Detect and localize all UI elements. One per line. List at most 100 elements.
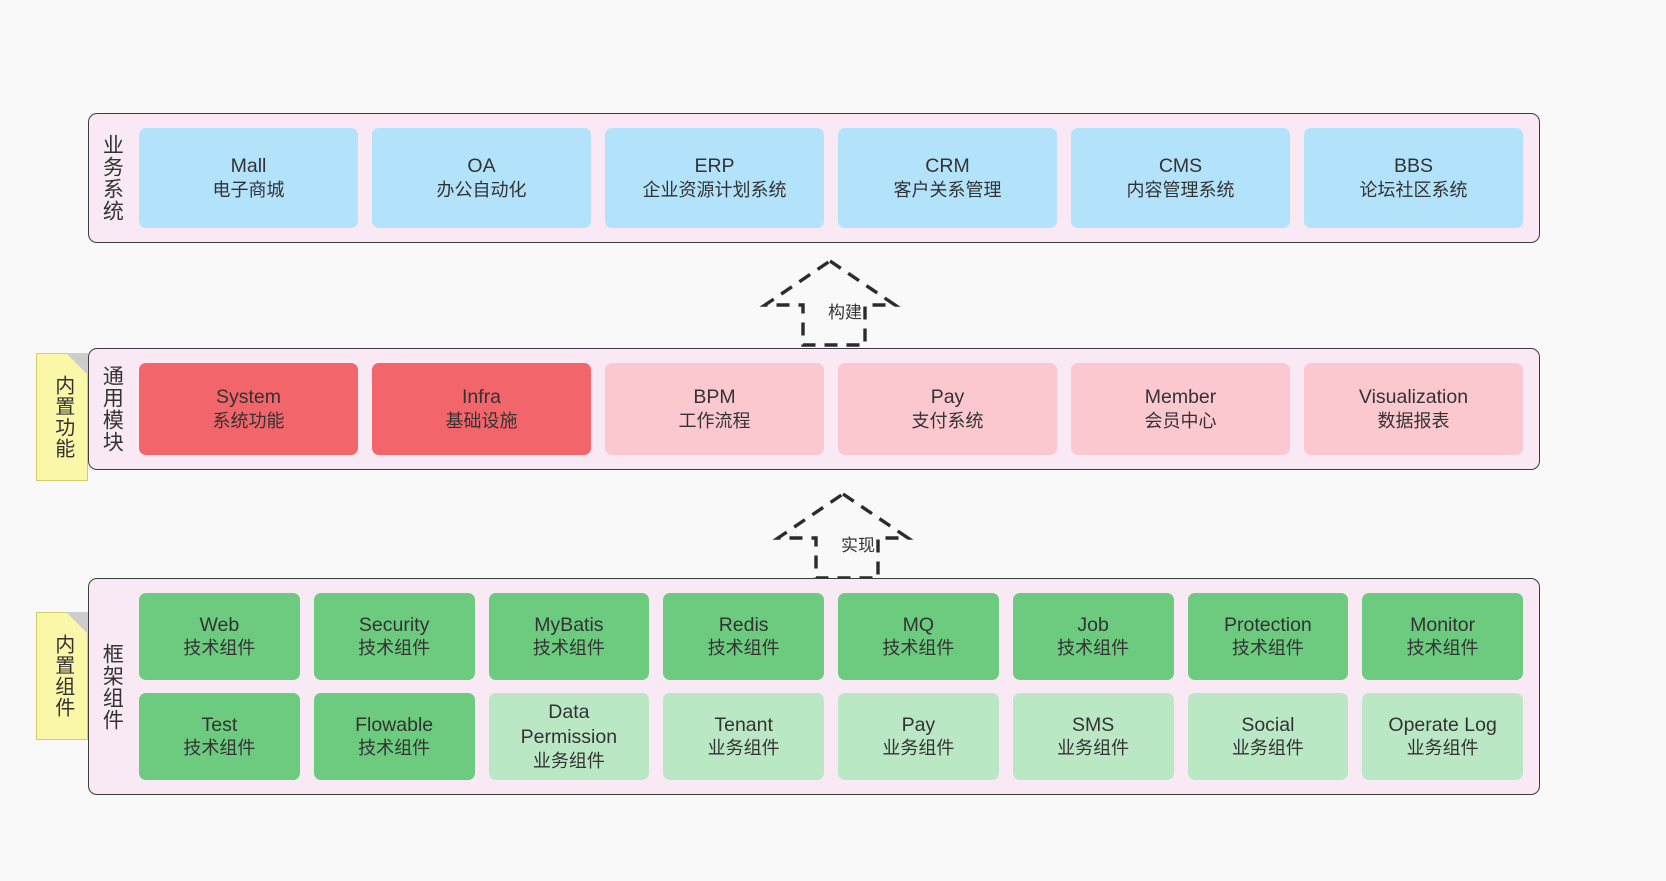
note-builtin-function-label: 内置功能 bbox=[51, 375, 74, 459]
node-redis-cn: 技术组件 bbox=[707, 638, 780, 659]
node-cms[interactable]: CMS 内容管理系统 bbox=[1071, 128, 1290, 228]
node-security-en: Security bbox=[358, 613, 430, 636]
node-data-permission-cn: 业务组件 bbox=[532, 750, 605, 771]
node-bpm[interactable]: BPM 工作流程 bbox=[605, 363, 824, 455]
node-mall-cn: 电子商城 bbox=[212, 179, 285, 200]
layer-framework-component: 框架组件 Web 技术组件 Security 技术组件 MyBatis 技术组件… bbox=[88, 578, 1540, 795]
note-fold-corner-icon bbox=[66, 353, 88, 375]
node-pay-module[interactable]: Pay 支付系统 bbox=[838, 363, 1057, 455]
node-job-en: Job bbox=[1077, 613, 1109, 636]
connector-build: 构建 bbox=[755, 257, 905, 349]
node-protection-en: Protection bbox=[1223, 613, 1312, 636]
node-bbs-cn: 论坛社区系统 bbox=[1359, 179, 1468, 200]
node-redis[interactable]: Redis 技术组件 bbox=[663, 593, 824, 680]
node-flowable[interactable]: Flowable 技术组件 bbox=[313, 693, 475, 780]
node-oa[interactable]: OA 办公自动化 bbox=[372, 128, 591, 228]
node-mq-cn: 技术组件 bbox=[882, 638, 955, 659]
node-crm-cn: 客户关系管理 bbox=[893, 179, 1002, 200]
layer-business-system: 业务系统 Mall 电子商城 OA 办公自动化 ERP 企业资源计划系统 CRM… bbox=[88, 113, 1540, 243]
node-erp[interactable]: ERP 企业资源计划系统 bbox=[605, 128, 824, 228]
node-operate-log[interactable]: Operate Log 业务组件 bbox=[1362, 693, 1523, 780]
node-system[interactable]: System 系统功能 bbox=[139, 363, 358, 455]
node-test-cn: 技术组件 bbox=[183, 738, 256, 759]
node-operate-log-cn: 业务组件 bbox=[1406, 738, 1479, 759]
note-builtin-function: 内置功能 bbox=[36, 353, 88, 481]
connector-implement: 实现 bbox=[768, 490, 918, 582]
node-member-cn: 会员中心 bbox=[1144, 410, 1217, 431]
node-data-permission[interactable]: Data Permission 业务组件 bbox=[488, 693, 650, 780]
node-monitor[interactable]: Monitor 技术组件 bbox=[1362, 593, 1523, 680]
node-visualization-en: Visualization bbox=[1358, 386, 1469, 408]
node-mq[interactable]: MQ 技术组件 bbox=[838, 593, 999, 680]
node-mybatis-en: MyBatis bbox=[534, 613, 604, 636]
layer-business-nodes: Mall 电子商城 OA 办公自动化 ERP 企业资源计划系统 CRM 客户关系… bbox=[133, 114, 1539, 242]
node-social-en: Social bbox=[1241, 713, 1295, 736]
node-test[interactable]: Test 技术组件 bbox=[139, 693, 300, 780]
node-bbs-en: BBS bbox=[1393, 155, 1434, 177]
node-pay-module-cn: 支付系统 bbox=[911, 410, 984, 431]
connector-build-label: 构建 bbox=[828, 303, 862, 322]
framework-row-business: Test 技术组件 Flowable 技术组件 Data Permission … bbox=[139, 693, 1523, 780]
node-pay-component[interactable]: Pay 业务组件 bbox=[838, 693, 999, 780]
node-pay-component-cn: 业务组件 bbox=[882, 738, 955, 759]
node-oa-en: OA bbox=[467, 155, 496, 177]
node-web-en: Web bbox=[199, 613, 240, 636]
node-security[interactable]: Security 技术组件 bbox=[313, 593, 475, 680]
node-infra-cn: 基础设施 bbox=[445, 410, 518, 431]
node-tenant-cn: 业务组件 bbox=[707, 738, 780, 759]
node-web[interactable]: Web 技术组件 bbox=[139, 593, 300, 680]
node-security-cn: 技术组件 bbox=[358, 638, 431, 659]
node-flowable-cn: 技术组件 bbox=[358, 738, 431, 759]
layer-title-business: 业务系统 bbox=[100, 134, 124, 222]
node-sms[interactable]: SMS 业务组件 bbox=[1012, 693, 1174, 780]
node-web-cn: 技术组件 bbox=[183, 638, 256, 659]
node-bbs[interactable]: BBS 论坛社区系统 bbox=[1304, 128, 1523, 228]
framework-row-tech: Web 技术组件 Security 技术组件 MyBatis 技术组件 Redi… bbox=[139, 593, 1523, 680]
note-builtin-component-label: 内置组件 bbox=[51, 634, 74, 718]
node-data-permission-en: Data Permission bbox=[520, 701, 618, 748]
layer-title-common: 通用模块 bbox=[100, 365, 124, 453]
node-system-en: System bbox=[215, 386, 281, 408]
node-mall[interactable]: Mall 电子商城 bbox=[139, 128, 358, 228]
node-mq-en: MQ bbox=[902, 613, 935, 636]
node-tenant[interactable]: Tenant 业务组件 bbox=[663, 693, 824, 780]
node-cms-en: CMS bbox=[1158, 155, 1203, 177]
node-mybatis-cn: 技术组件 bbox=[532, 638, 605, 659]
node-system-cn: 系统功能 bbox=[212, 410, 285, 431]
node-job-cn: 技术组件 bbox=[1057, 638, 1130, 659]
node-pay-module-en: Pay bbox=[930, 386, 965, 408]
layer-framework-nodes: Web 技术组件 Security 技术组件 MyBatis 技术组件 Redi… bbox=[133, 579, 1539, 794]
node-bpm-cn: 工作流程 bbox=[678, 410, 751, 431]
node-mybatis[interactable]: MyBatis 技术组件 bbox=[488, 593, 650, 680]
node-job[interactable]: Job 技术组件 bbox=[1012, 593, 1174, 680]
node-pay-component-en: Pay bbox=[901, 713, 936, 736]
node-protection[interactable]: Protection 技术组件 bbox=[1187, 593, 1349, 680]
note-builtin-component: 内置组件 bbox=[36, 612, 88, 740]
layer-common-nodes: System 系统功能 Infra 基础设施 BPM 工作流程 Pay 支付系统… bbox=[133, 349, 1539, 469]
node-tenant-en: Tenant bbox=[714, 713, 773, 736]
node-bpm-en: BPM bbox=[693, 386, 736, 408]
node-crm[interactable]: CRM 客户关系管理 bbox=[838, 128, 1057, 228]
node-oa-cn: 办公自动化 bbox=[436, 179, 527, 200]
node-monitor-cn: 技术组件 bbox=[1406, 638, 1479, 659]
node-erp-en: ERP bbox=[694, 155, 735, 177]
note-fold-corner-icon bbox=[66, 612, 88, 634]
node-monitor-en: Monitor bbox=[1410, 613, 1476, 636]
node-mall-en: Mall bbox=[230, 155, 267, 177]
layer-common-module: 通用模块 System 系统功能 Infra 基础设施 BPM 工作流程 Pay… bbox=[88, 348, 1540, 470]
node-protection-cn: 技术组件 bbox=[1231, 638, 1304, 659]
node-crm-en: CRM bbox=[925, 155, 970, 177]
node-social[interactable]: Social 业务组件 bbox=[1187, 693, 1349, 780]
node-redis-en: Redis bbox=[718, 613, 769, 636]
node-member-en: Member bbox=[1144, 386, 1217, 408]
node-visualization[interactable]: Visualization 数据报表 bbox=[1304, 363, 1523, 455]
node-infra[interactable]: Infra 基础设施 bbox=[372, 363, 591, 455]
node-member[interactable]: Member 会员中心 bbox=[1071, 363, 1290, 455]
node-social-cn: 业务组件 bbox=[1231, 738, 1304, 759]
node-infra-en: Infra bbox=[461, 386, 502, 408]
node-operate-log-en: Operate Log bbox=[1388, 713, 1497, 736]
node-sms-en: SMS bbox=[1071, 713, 1115, 736]
node-cms-cn: 内容管理系统 bbox=[1126, 179, 1235, 200]
node-sms-cn: 业务组件 bbox=[1057, 738, 1130, 759]
